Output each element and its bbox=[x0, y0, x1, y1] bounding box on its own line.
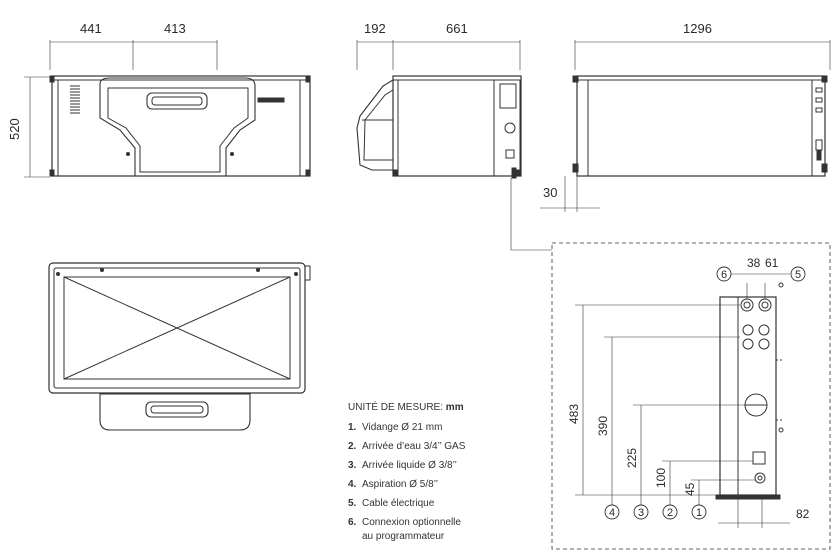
rear-view bbox=[540, 40, 831, 212]
dim-441: 441 bbox=[80, 21, 102, 36]
legend-num: 1. bbox=[348, 422, 357, 433]
dim-520: 520 bbox=[7, 118, 22, 140]
callout-2: 2 bbox=[667, 507, 673, 519]
callout-5: 5 bbox=[795, 269, 801, 281]
dim-45: 45 bbox=[683, 482, 697, 496]
dim-100: 100 bbox=[654, 468, 668, 488]
dim-82: 82 bbox=[796, 507, 810, 521]
dim-38: 38 bbox=[747, 256, 761, 270]
dim-661: 661 bbox=[446, 21, 468, 36]
legend-item: 5. Cable électrique bbox=[348, 494, 465, 513]
legend-text: Connexion optionnelle bbox=[362, 517, 461, 528]
legend-num: 6. bbox=[348, 517, 357, 528]
side-view bbox=[356, 40, 552, 251]
legend-num: 5. bbox=[348, 498, 357, 509]
callout-6: 6 bbox=[721, 269, 727, 281]
callout-4: 4 bbox=[609, 507, 615, 519]
legend-item: 2. Arrivée d’eau 3/4’’ GAS bbox=[348, 437, 465, 456]
top-view bbox=[48, 262, 311, 431]
legend-item: 4. Aspiration Ø 5/8’’ bbox=[348, 475, 465, 494]
unit-label: UNITÉ DE MESURE: mm bbox=[348, 398, 465, 417]
legend-item: 3. Arrivée liquide Ø 3/8’’ bbox=[348, 456, 465, 475]
dim-30: 30 bbox=[543, 185, 557, 200]
dim-192: 192 bbox=[364, 21, 386, 36]
legend: UNITÉ DE MESURE: mm 1. Vidange Ø 21 mm 2.… bbox=[348, 398, 465, 546]
dim-61: 61 bbox=[765, 256, 779, 270]
dim-390: 390 bbox=[596, 416, 610, 436]
unit-value: mm bbox=[445, 402, 464, 413]
legend-text: Vidange Ø 21 mm bbox=[362, 422, 443, 433]
legend-text: Arrivée d’eau 3/4’’ GAS bbox=[362, 441, 466, 452]
callout-1: 1 bbox=[696, 507, 702, 519]
legend-num: 4. bbox=[348, 479, 357, 490]
legend-item-6-line2: au programmateur bbox=[362, 531, 445, 542]
callout-circles bbox=[604, 266, 806, 520]
front-view bbox=[24, 40, 311, 178]
dim-1296: 1296 bbox=[683, 21, 712, 36]
legend-text: Cable électrique bbox=[362, 498, 435, 509]
legend-num: 2. bbox=[348, 441, 357, 452]
legend-item: 6. Connexion optionnelle bbox=[348, 513, 465, 532]
legend-text: Arrivée liquide Ø 3/8’’ bbox=[362, 460, 457, 471]
legend-item: 1. Vidange Ø 21 mm bbox=[348, 418, 465, 437]
unit-label-text: UNITÉ DE MESURE: bbox=[348, 402, 444, 413]
callout-3: 3 bbox=[638, 507, 644, 519]
legend-text: Aspiration Ø 5/8’’ bbox=[362, 479, 438, 490]
dim-483: 483 bbox=[567, 404, 581, 424]
dim-413: 413 bbox=[164, 21, 186, 36]
legend-num: 3. bbox=[348, 460, 357, 471]
dim-225: 225 bbox=[625, 448, 639, 468]
detail-view bbox=[551, 242, 831, 550]
